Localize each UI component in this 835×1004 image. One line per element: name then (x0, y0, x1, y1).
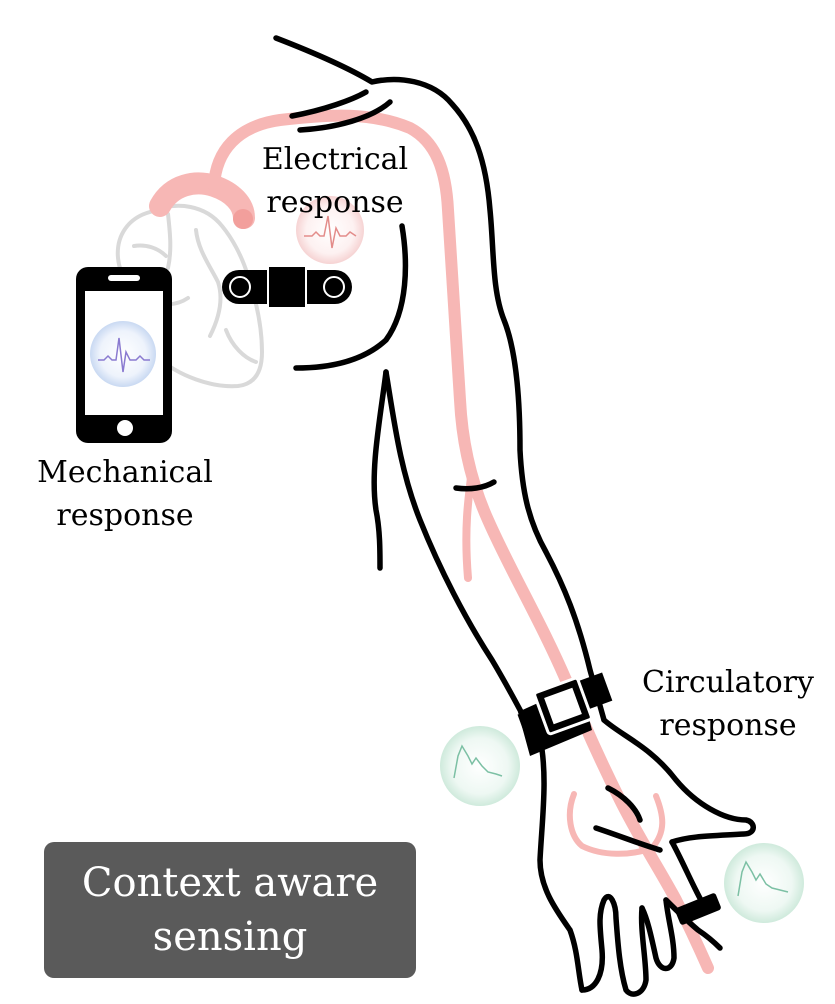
context-aware-sensing-text: Context aware sensing (81, 860, 379, 960)
chest-patch-sensor-icon (222, 265, 352, 309)
smartwatch-icon (517, 672, 613, 756)
ecg-waveform-icon (90, 321, 156, 387)
pulse-waveform-icon (440, 726, 520, 806)
artery-path (149, 109, 714, 974)
arm-outline (273, 35, 756, 997)
circulatory-response-label: Circulatory response (642, 665, 814, 743)
ring-sensor-icon (675, 893, 721, 925)
pulse-waveform-icon (724, 843, 804, 923)
context-aware-sensing-box: Context aware sensing (44, 842, 416, 978)
ecg-waveform-icon (296, 196, 364, 264)
mechanical-response-label: Mechanical response (37, 455, 213, 533)
electrical-response-label: Electrical response (261, 142, 409, 220)
